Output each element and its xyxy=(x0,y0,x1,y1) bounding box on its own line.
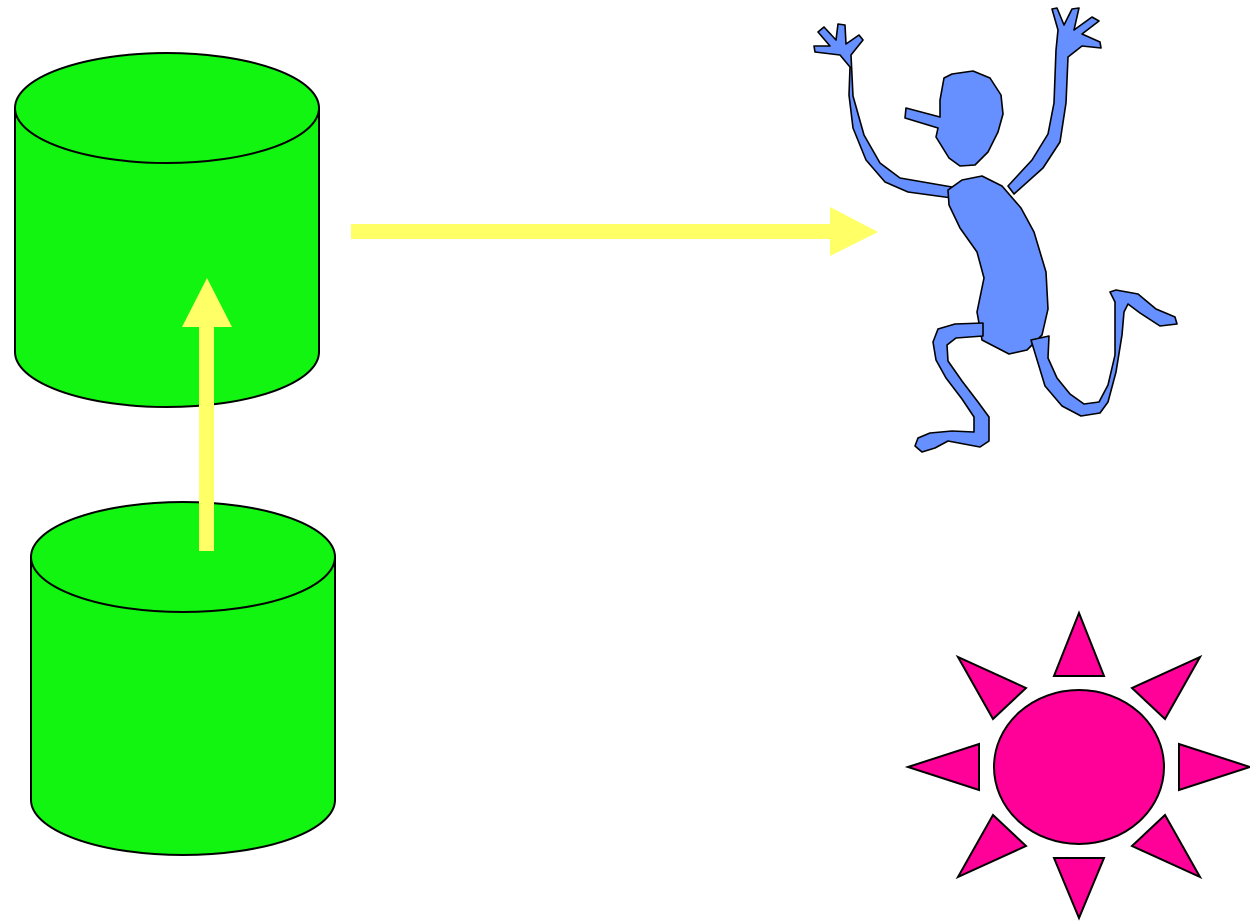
upper-database-cylinder xyxy=(14,52,320,408)
sun xyxy=(904,610,1250,921)
lower-database-cylinder xyxy=(30,501,336,856)
up-arrow xyxy=(182,278,232,551)
dancing-figure xyxy=(813,7,1178,453)
right-arrow xyxy=(351,207,878,256)
